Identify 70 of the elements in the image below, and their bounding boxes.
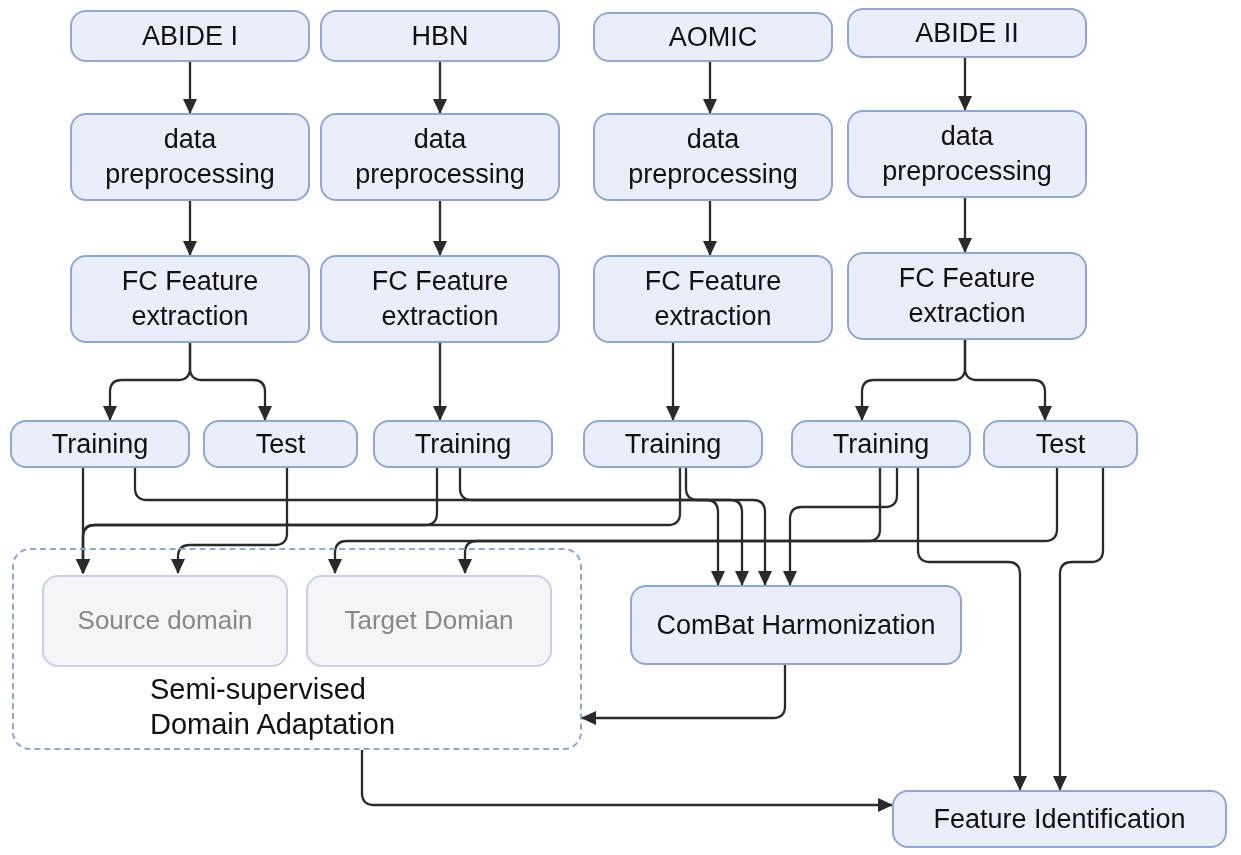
arrow — [958, 58, 972, 111]
process-box — [847, 252, 1087, 340]
arrow — [171, 468, 289, 574]
node-label: AOMIC — [667, 20, 759, 54]
process-box — [847, 110, 1087, 198]
node-label: data preprocessing — [104, 123, 276, 191]
arrow — [684, 468, 772, 586]
arrow — [581, 665, 787, 725]
process-box — [10, 420, 190, 468]
node-label: ABIDE I — [141, 19, 239, 53]
arrow — [666, 343, 680, 421]
process-box — [593, 113, 833, 201]
arrow — [76, 468, 682, 574]
process-box — [320, 255, 560, 343]
arrow — [458, 468, 749, 586]
node-label: ABIDE II — [914, 16, 1020, 50]
process-box — [373, 420, 553, 468]
node-label: Training — [623, 427, 723, 461]
process-box — [320, 10, 560, 62]
node-label: Training — [413, 427, 513, 461]
node-label: ComBat Harmonization — [655, 608, 937, 642]
process-box — [791, 420, 971, 468]
process-box — [203, 420, 358, 468]
node-label: FC Feature extraction — [120, 265, 260, 333]
node-label: Target Domian — [343, 604, 515, 638]
node-label: Source domain — [76, 604, 254, 638]
group-title: Semi-supervised Domain Adaptation — [150, 672, 397, 742]
node-label: data preprocessing — [354, 123, 526, 191]
node-label: HBN — [410, 19, 470, 53]
arrow — [433, 62, 447, 114]
process-box — [70, 113, 310, 201]
node-label: FC Feature extraction — [370, 265, 510, 333]
arrow — [188, 343, 272, 421]
arrow — [183, 201, 197, 256]
arrow — [458, 468, 1059, 574]
process-box — [42, 575, 288, 667]
arrow — [958, 198, 972, 253]
process-box — [70, 255, 310, 343]
process-box — [320, 113, 560, 201]
group-frame — [12, 548, 582, 750]
process-box — [70, 10, 310, 62]
arrow — [916, 468, 1027, 791]
process-box — [847, 8, 1087, 58]
node-label: data preprocessing — [881, 120, 1053, 188]
arrow — [183, 62, 197, 114]
node-label: Test — [1034, 427, 1087, 461]
process-box — [583, 420, 763, 468]
node-label: FC Feature extraction — [897, 262, 1037, 330]
arrow — [783, 468, 899, 586]
process-box — [593, 255, 833, 343]
arrow — [433, 343, 447, 421]
process-box — [630, 585, 962, 665]
arrow — [433, 201, 447, 256]
process-box — [306, 575, 552, 667]
arrow — [703, 201, 717, 256]
process-box — [983, 420, 1138, 468]
arrow — [1053, 468, 1105, 791]
process-box — [892, 790, 1227, 848]
arrow — [703, 62, 717, 114]
arrow — [328, 468, 882, 574]
arrow — [360, 750, 893, 812]
node-label: Feature Identification — [932, 802, 1187, 836]
node-label: Training — [50, 427, 150, 461]
node-label: FC Feature extraction — [643, 265, 783, 333]
arrow — [963, 340, 1052, 421]
node-label: Test — [254, 427, 307, 461]
arrow — [133, 468, 725, 586]
process-box — [593, 12, 833, 62]
node-label: data preprocessing — [627, 123, 799, 191]
node-label: Training — [831, 427, 931, 461]
